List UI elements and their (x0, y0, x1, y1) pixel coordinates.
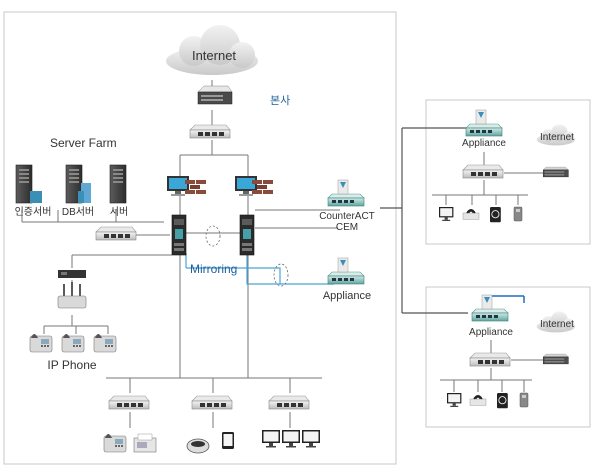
branch2-storage-icon (519, 392, 529, 408)
branch1-switch-icon (462, 164, 504, 179)
branch2-tablet-icon (497, 393, 508, 409)
ip-phone-gateway-icon (58, 270, 86, 278)
branch1-rack-server-icon (542, 166, 569, 178)
hq-internet-label: Internet (192, 48, 236, 63)
server-icon (109, 164, 127, 204)
wireless-ap-icon (57, 282, 87, 309)
tablet-icon (222, 432, 234, 449)
fax-icon (133, 433, 157, 453)
server-farm-switch-icon (95, 226, 137, 241)
server-farm-label: Server Farm (50, 136, 117, 150)
robot-cleaner-icon (186, 438, 210, 454)
desk-phone-icon (103, 433, 127, 453)
branch2-switch-icon (469, 352, 511, 367)
ip-phone-3-icon (93, 333, 117, 353)
cem-label: CEM (336, 222, 358, 233)
mirroring-label: Mirroring (190, 262, 237, 276)
hq-top-switch-icon (189, 124, 231, 139)
db-server-label: DB서버 (62, 206, 94, 218)
hq-boundary (3, 11, 397, 465)
hq-label: 본사 (270, 94, 290, 107)
hq-core-switch-left-icon (171, 214, 187, 256)
branch2-appliance-label: Appliance (469, 327, 513, 338)
server-label: 서버 (110, 206, 128, 218)
ip-phone-2-icon (61, 333, 85, 353)
ip-phone-label: IP Phone (47, 358, 96, 372)
db-server-icon (65, 164, 91, 204)
auth-server-label: 인증서버 (15, 206, 52, 218)
access-switch-2-icon (191, 395, 233, 410)
ip-phone-1-icon (29, 333, 53, 353)
branch1-internet-label: Internet (540, 132, 574, 143)
hq-router-icon (197, 85, 233, 105)
branch1-appliance-label: Appliance (462, 138, 506, 149)
auth-server-icon (15, 164, 42, 204)
hq-core-switch-right-icon (239, 214, 255, 256)
branch2-internet-label: Internet (540, 319, 574, 330)
access-switch-3-icon (268, 395, 310, 410)
branch1-storage-icon (513, 206, 523, 222)
branch1-tablet-icon (490, 207, 501, 223)
counteract-label: CounterACT (319, 211, 375, 222)
branch2-rack-server-icon (542, 353, 569, 365)
hq-appliance-label: Appliance (323, 290, 371, 302)
access-switch-1-icon (108, 395, 150, 410)
